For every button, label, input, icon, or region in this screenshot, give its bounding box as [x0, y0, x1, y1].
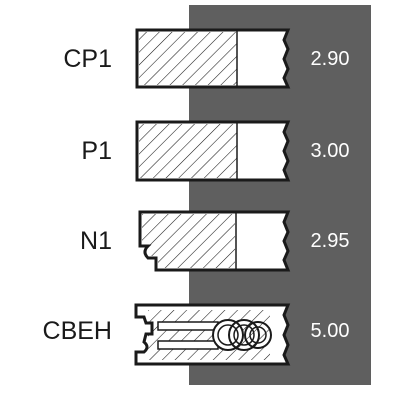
n1-ring-profile: [138, 210, 291, 272]
ring-value-cp1: 2.90: [310, 48, 350, 70]
cp1-ring-profile: [135, 28, 291, 89]
ring-value-cbeh: 5.00: [310, 320, 350, 342]
ring-value-p1: 3.00: [310, 140, 350, 162]
cbeh-ring-profile: [134, 303, 291, 366]
ring-value-n1: 2.95: [310, 230, 350, 252]
expander-spring-coils: [212, 319, 272, 351]
ring-label-cp1: CP1: [63, 45, 112, 73]
ring-label-cbeh: CBEH: [42, 317, 112, 345]
p1-ring-profile: [135, 120, 291, 182]
ring-label-n1: N1: [80, 227, 112, 255]
ring-label-p1: P1: [81, 137, 112, 165]
